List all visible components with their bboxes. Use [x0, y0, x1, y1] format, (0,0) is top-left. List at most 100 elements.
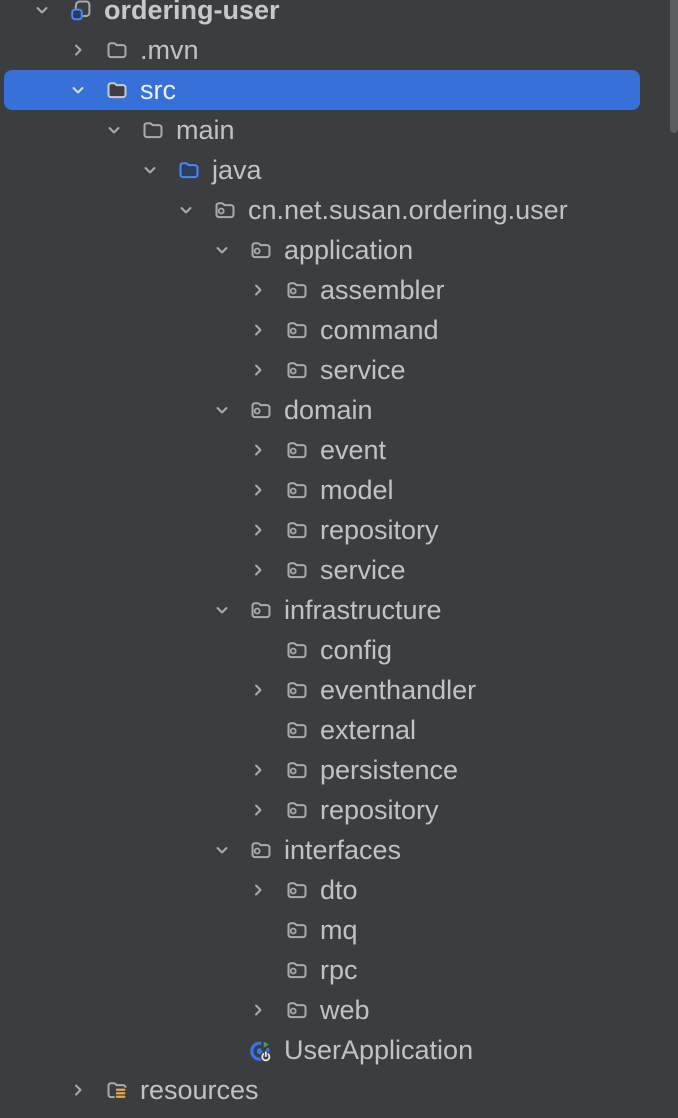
- package-icon: [284, 517, 310, 543]
- chevron-right-icon[interactable]: [248, 350, 284, 390]
- chevron-right-icon[interactable]: [248, 550, 284, 590]
- tree-row-eventhandler[interactable]: eventhandler: [0, 670, 678, 710]
- node-label: resources: [140, 1074, 259, 1105]
- package-icon: [284, 717, 310, 743]
- chevron-right-icon[interactable]: [68, 30, 104, 70]
- chevron-down-icon[interactable]: [212, 590, 248, 630]
- node-label: application: [284, 234, 414, 265]
- tree-row-interfaces[interactable]: interfaces: [0, 830, 678, 870]
- package-icon: [284, 877, 310, 903]
- chevron-right-icon[interactable]: [248, 510, 284, 550]
- package-icon: [284, 637, 310, 663]
- node-label: command: [320, 314, 439, 345]
- tree-row-repository[interactable]: repository: [0, 510, 678, 550]
- tree-row-dto[interactable]: dto: [0, 870, 678, 910]
- vertical-scrollbar-thumb[interactable]: [670, 0, 678, 133]
- tree-row-persistence[interactable]: persistence: [0, 750, 678, 790]
- node-label: event: [320, 434, 387, 465]
- tree-row-assembler[interactable]: assembler: [0, 270, 678, 310]
- node-label: infrastructure: [284, 594, 442, 625]
- node-label: service: [320, 554, 406, 585]
- package-icon: [284, 757, 310, 783]
- tree-row-repository[interactable]: repository: [0, 790, 678, 830]
- tree-row-resources[interactable]: resources: [0, 1070, 678, 1110]
- chevron-down-icon[interactable]: [140, 150, 176, 190]
- tree-row-application[interactable]: application: [0, 230, 678, 270]
- chevron-down-icon[interactable]: [104, 110, 140, 150]
- package-icon: [284, 437, 310, 463]
- package-icon: [248, 397, 274, 423]
- package-icon: [284, 957, 310, 983]
- tree-row-service[interactable]: service: [0, 550, 678, 590]
- folder-resources-icon: [104, 1077, 130, 1103]
- chevron-right-icon[interactable]: [248, 270, 284, 310]
- tree-row-external[interactable]: external: [0, 710, 678, 750]
- tree-row-ordering-user[interactable]: ordering-user: [0, 0, 678, 30]
- package-icon: [248, 597, 274, 623]
- node-label: repository: [320, 514, 439, 545]
- tree-row-domain[interactable]: domain: [0, 390, 678, 430]
- tree-row-.mvn[interactable]: .mvn: [0, 30, 678, 70]
- node-label: domain: [284, 394, 373, 425]
- tree-row-service[interactable]: service: [0, 350, 678, 390]
- project-icon: [68, 0, 94, 23]
- chevron-down-icon[interactable]: [32, 0, 68, 30]
- tree-row-cn.net.susan.ordering.user[interactable]: cn.net.susan.ordering.user: [0, 190, 678, 230]
- package-icon: [284, 277, 310, 303]
- package-icon: [284, 357, 310, 383]
- tree-row-src[interactable]: src: [0, 70, 678, 110]
- chevron-right-icon[interactable]: [248, 470, 284, 510]
- node-label: main: [176, 114, 235, 145]
- node-label: src: [140, 74, 176, 105]
- tree-row-rpc[interactable]: rpc: [0, 950, 678, 990]
- node-label: repository: [320, 794, 439, 825]
- tree-row-event[interactable]: event: [0, 430, 678, 470]
- chevron-down-icon[interactable]: [212, 390, 248, 430]
- tree-row-mq[interactable]: mq: [0, 910, 678, 950]
- chevron-right-icon[interactable]: [248, 670, 284, 710]
- tree-row-UserApplication[interactable]: UserApplication: [0, 1030, 678, 1070]
- folder-sources-icon: [176, 157, 202, 183]
- tree-row-web[interactable]: web: [0, 990, 678, 1030]
- chevron-right-icon[interactable]: [248, 430, 284, 470]
- chevron-right-icon[interactable]: [248, 790, 284, 830]
- run-application-icon: [248, 1037, 274, 1063]
- node-label: assembler: [320, 274, 445, 305]
- package-icon: [284, 557, 310, 583]
- chevron-right-icon[interactable]: [248, 990, 284, 1030]
- tree-row-infrastructure[interactable]: infrastructure: [0, 590, 678, 630]
- folder-icon: [104, 37, 130, 63]
- folder-icon: [104, 77, 130, 103]
- node-label: interfaces: [284, 834, 402, 865]
- tree-row-command[interactable]: command: [0, 310, 678, 350]
- tree-row-java[interactable]: java: [0, 150, 678, 190]
- chevron-down-icon[interactable]: [176, 190, 212, 230]
- tree-row-main[interactable]: main: [0, 110, 678, 150]
- tree-row-model[interactable]: model: [0, 470, 678, 510]
- package-icon: [284, 477, 310, 503]
- chevron-down-icon[interactable]: [212, 230, 248, 270]
- node-label: .mvn: [140, 34, 199, 65]
- chevron-placeholder: [248, 710, 284, 750]
- chevron-right-icon[interactable]: [248, 310, 284, 350]
- chevron-placeholder: [248, 950, 284, 990]
- chevron-right-icon[interactable]: [248, 750, 284, 790]
- chevron-down-icon[interactable]: [68, 70, 104, 110]
- tree-row-config[interactable]: config: [0, 630, 678, 670]
- chevron-down-icon[interactable]: [212, 830, 248, 870]
- package-icon: [284, 917, 310, 943]
- node-label: persistence: [320, 754, 459, 785]
- node-label: UserApplication: [284, 1034, 474, 1065]
- node-label: mq: [320, 914, 358, 945]
- node-label: service: [320, 354, 406, 385]
- node-label: config: [320, 634, 393, 665]
- chevron-right-icon[interactable]: [248, 870, 284, 910]
- node-label: java: [212, 154, 262, 185]
- node-label: rpc: [320, 954, 358, 985]
- node-label: eventhandler: [320, 674, 477, 705]
- node-label: web: [320, 994, 370, 1025]
- chevron-right-icon[interactable]: [68, 1070, 104, 1110]
- package-icon: [248, 237, 274, 263]
